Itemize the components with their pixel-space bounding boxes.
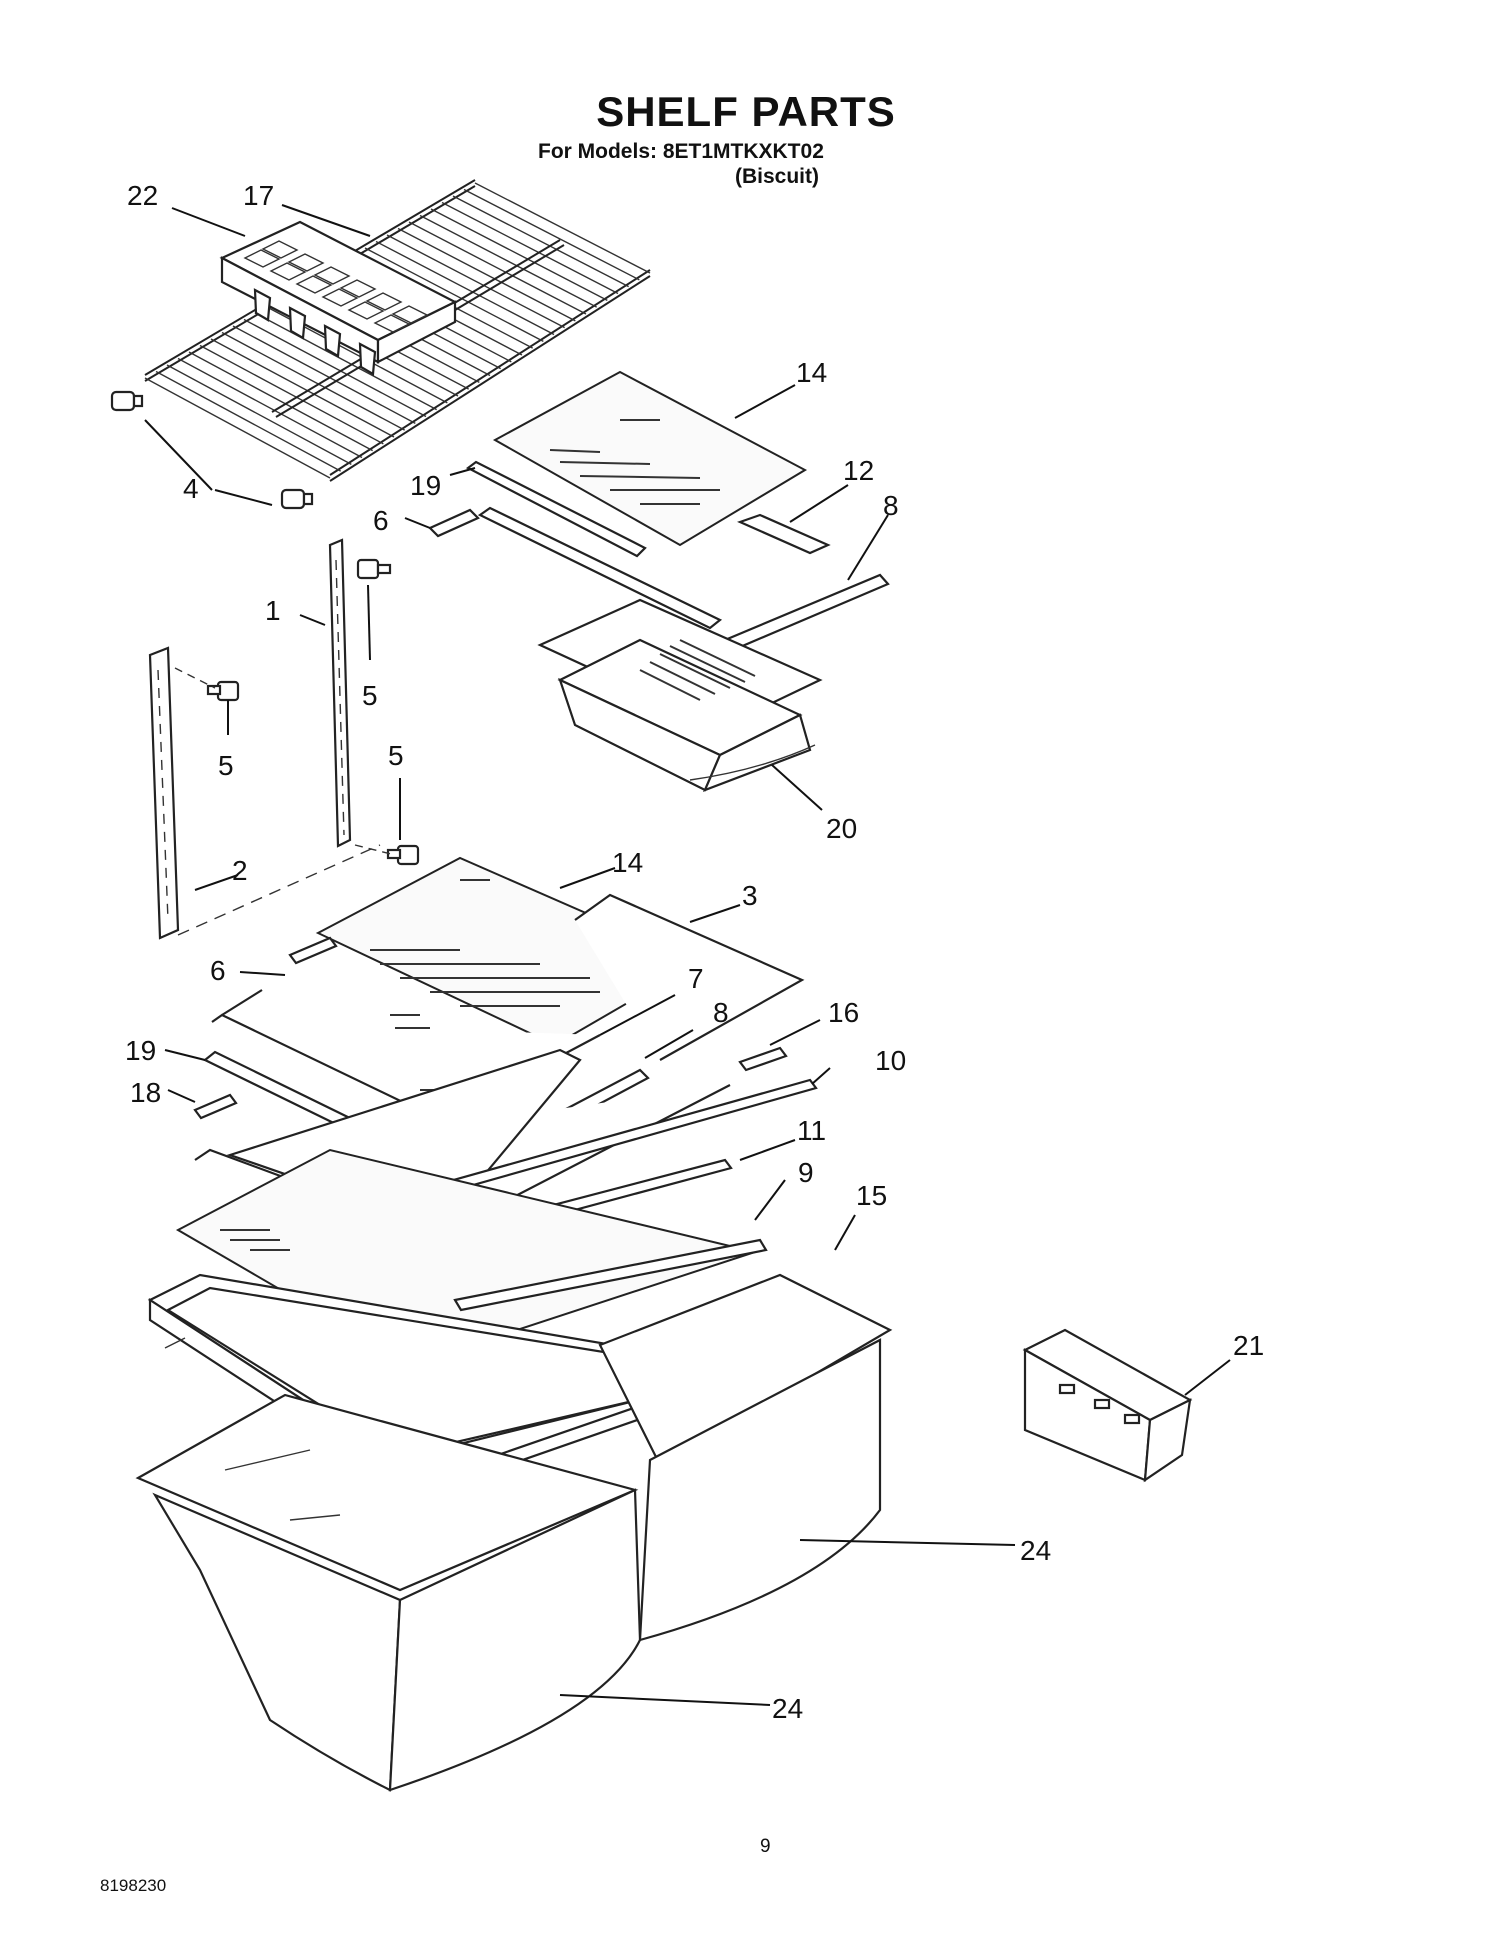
shelf-wire: [419, 214, 597, 308]
shelf-wire: [210, 338, 395, 438]
egg-tray: [219, 220, 458, 376]
shelf-wire: [430, 208, 608, 301]
screw-left: [206, 680, 240, 702]
shelf-wire: [441, 201, 619, 295]
crisper-drawer-right: [598, 1273, 893, 1642]
callout-5-top: 5: [362, 680, 378, 711]
shelf-wire: [177, 357, 363, 459]
finish-label: (Biscuit): [735, 165, 819, 188]
shelf-wire: [155, 370, 341, 472]
tray-cell: [321, 288, 359, 307]
callout-1: 1: [265, 595, 281, 626]
callout-14-upper: 14: [796, 357, 827, 388]
models-line: For Models: 8ET1MTKXKT02: [538, 140, 824, 163]
callout-11: 11: [797, 1115, 826, 1146]
shelf-support-left: [110, 390, 144, 412]
tray-cell: [347, 301, 385, 320]
callout-5-left: 5: [218, 750, 234, 781]
callout-24-left: 24: [772, 1693, 803, 1724]
shelf-wire: [221, 331, 405, 431]
callout-17: 17: [243, 180, 274, 211]
shelf-support-right: [280, 488, 314, 510]
screw-right: [386, 844, 420, 866]
callout-20: 20: [826, 813, 857, 844]
callout-labels: 22 17 14 4 19 12 6 8 1 5 5 5 20 2 14 3 6…: [125, 180, 1264, 1724]
callout-6-lower: 6: [210, 955, 226, 986]
callout-8-upper: 8: [883, 490, 899, 521]
leader-lines: [144, 204, 1231, 1706]
callout-8-lower: 8: [713, 997, 729, 1028]
upper-glass-shelf: [492, 370, 808, 547]
callout-22: 22: [127, 180, 158, 211]
callout-24-right: 24: [1020, 1535, 1051, 1566]
shelf-wire: [364, 247, 544, 342]
callout-7: 7: [688, 963, 704, 994]
upper-shelf-trim: [428, 460, 890, 652]
shelf-wire: [254, 312, 437, 411]
callout-10: 10: [875, 1045, 906, 1076]
tray-cell: [373, 314, 411, 333]
tray-cell: [339, 279, 377, 298]
tray-cell: [287, 253, 325, 272]
shelf-wire: [199, 344, 384, 445]
shelf-wire: [232, 325, 416, 424]
door-bin: [1022, 1328, 1193, 1483]
callout-21: 21: [1233, 1330, 1264, 1361]
shelf-wire: [463, 188, 640, 281]
callout-19-lower: 19: [125, 1035, 156, 1066]
deli-drawer: [537, 598, 823, 792]
callout-15: 15: [856, 1180, 887, 1211]
tray-cell: [365, 292, 403, 311]
shelf-wire: [188, 351, 373, 452]
crisper-cover-panel: [574, 893, 805, 1061]
shelf-wire: [243, 318, 427, 418]
screw-top: [356, 558, 392, 580]
page-number: 9: [760, 1836, 771, 1857]
callout-18: 18: [130, 1077, 161, 1108]
shelf-ladder-left: [148, 646, 180, 940]
callout-4: 4: [183, 473, 199, 504]
shelf-wire: [397, 227, 576, 322]
page-title: SHELF PARTS: [596, 88, 896, 135]
shelf-wire: [166, 364, 352, 465]
callout-19-upper: 19: [410, 470, 441, 501]
callout-14-lower: 14: [612, 847, 643, 878]
callout-3: 3: [742, 880, 758, 911]
tray-cell: [261, 240, 299, 259]
shelf-wire: [386, 234, 565, 329]
shelf-wire: [144, 377, 331, 479]
shelf-ladder-right: [328, 538, 352, 848]
callout-5-right: 5: [388, 740, 404, 771]
tray-cell: [313, 266, 351, 285]
shelf-wire: [408, 221, 587, 315]
shelf-wire: [375, 240, 555, 336]
shelf-wire: [474, 182, 651, 274]
tray-cell: [295, 275, 333, 294]
callout-16: 16: [828, 997, 859, 1028]
shelf-wire: [452, 195, 629, 288]
document-number: 8198230: [100, 1876, 167, 1895]
callout-9: 9: [798, 1157, 814, 1188]
callout-2: 2: [232, 855, 248, 886]
callout-6-upper: 6: [373, 505, 389, 536]
callout-12: 12: [843, 455, 874, 486]
tray-cell: [391, 305, 429, 324]
tray-cell: [269, 262, 307, 281]
crisper-drawer-left: [135, 1393, 642, 1792]
tray-cell: [243, 249, 281, 268]
